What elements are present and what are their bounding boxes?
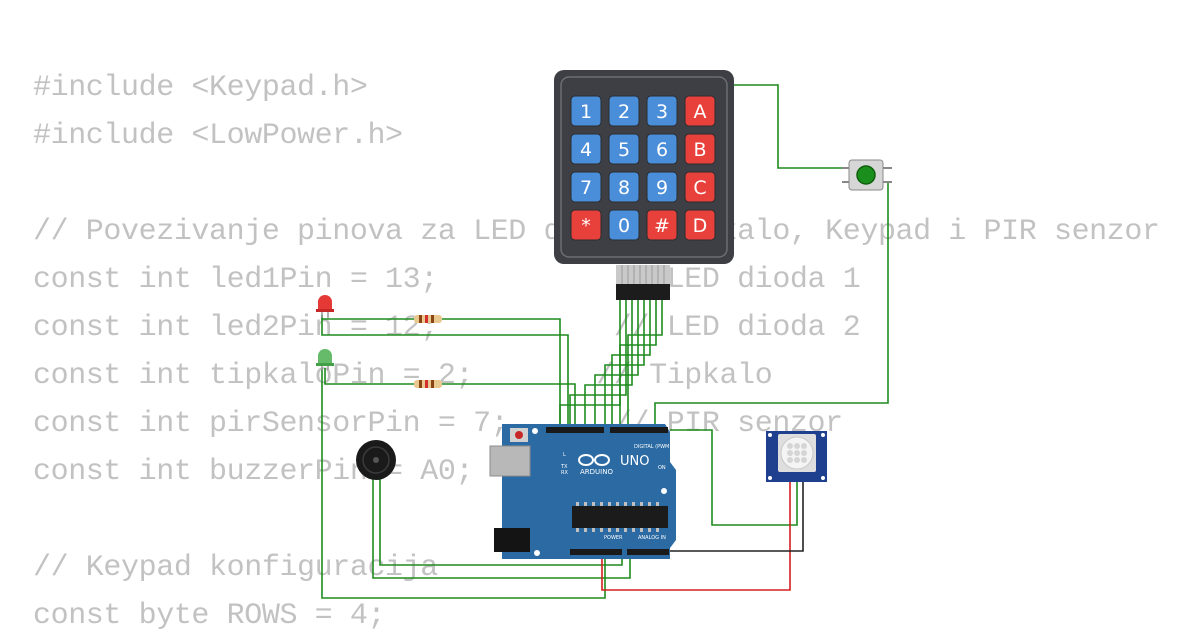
keypad-key-7[interactable]: 7 xyxy=(570,171,602,203)
keypad-key-label: 6 xyxy=(656,139,668,161)
keypad-key-#[interactable]: # xyxy=(646,209,678,241)
keypad-key-A[interactable]: A xyxy=(684,95,716,127)
digital-label: DIGITAL (PWM ~) xyxy=(634,444,677,450)
keypad-key-0[interactable]: 0 xyxy=(608,209,640,241)
keypad-key-B[interactable]: B xyxy=(684,133,716,165)
keypad-key-D[interactable]: D xyxy=(684,209,716,241)
keypad-key-1[interactable]: 1 xyxy=(570,95,602,127)
keypad-key-label: 5 xyxy=(618,139,630,161)
code-line: #include <Keypad.h> xyxy=(33,71,368,105)
keypad-key-C[interactable]: C xyxy=(684,171,716,203)
code-line: // Keypad konfiguracija xyxy=(33,551,438,585)
rx-label: RX xyxy=(561,470,568,476)
arduino-model: UNO xyxy=(620,454,649,469)
code-line: const int buzzerPin = A0; xyxy=(33,455,474,489)
keypad-key-label: A xyxy=(694,101,707,123)
analog-label: ANALOG IN xyxy=(638,535,666,541)
code-editor-text: #include <Keypad.h> #include <LowPower.h>… xyxy=(33,64,1160,640)
pushbutton-icon[interactable] xyxy=(842,159,892,191)
keypad-key-label: D xyxy=(693,215,708,237)
keypad-key-label: 3 xyxy=(656,101,668,123)
tx-label: TX xyxy=(560,464,568,470)
on-label: ON xyxy=(658,465,666,471)
keypad-key-label: # xyxy=(654,215,670,237)
keypad-key-label: 7 xyxy=(580,177,592,199)
code-line: const int tipkaloPin = 2; // Tipkalo xyxy=(33,359,773,393)
keypad-key-label: 2 xyxy=(618,101,630,123)
keypad-key-9[interactable]: 9 xyxy=(646,171,678,203)
resistor-icon[interactable] xyxy=(414,315,442,323)
keypad-key-2[interactable]: 2 xyxy=(608,95,640,127)
code-line: const int pirSensorPin = 7; // PIR senzo… xyxy=(33,407,843,441)
keypad-key-label: 0 xyxy=(618,215,630,237)
keypad-key-label: 1 xyxy=(580,101,592,123)
arduino-brand: ARDUINO xyxy=(580,468,613,476)
keypad-key-label: 4 xyxy=(580,139,592,161)
keypad-4x4[interactable]: 1 2 3 A 4 5 6 B 7 8 9 C * 0 # D xyxy=(554,70,734,300)
red-led-icon[interactable] xyxy=(316,295,334,318)
code-line: const byte ROWS = 4; xyxy=(33,599,386,633)
keypad-key-*[interactable]: * xyxy=(570,209,602,241)
arduino-uno-board[interactable]: ARDUINO UNO DIGITAL (PWM ~) ON TX RX L P… xyxy=(489,424,677,559)
pir-sensor-icon[interactable] xyxy=(766,431,827,482)
green-led-icon[interactable] xyxy=(316,349,334,370)
power-label: POWER xyxy=(604,535,623,541)
keypad-key-5[interactable]: 5 xyxy=(608,133,640,165)
keypad-key-8[interactable]: 8 xyxy=(608,171,640,203)
code-line: #include <LowPower.h> xyxy=(33,119,403,153)
keypad-key-4[interactable]: 4 xyxy=(570,133,602,165)
keypad-key-label: 9 xyxy=(656,177,668,199)
resistor-icon[interactable] xyxy=(414,380,442,388)
keypad-key-3[interactable]: 3 xyxy=(646,95,678,127)
keypad-key-label: 8 xyxy=(618,177,630,199)
l-label: L xyxy=(563,452,566,458)
keypad-key-label: C xyxy=(693,177,706,199)
keypad-key-label: * xyxy=(581,215,591,237)
keypad-key-label: B xyxy=(693,139,706,161)
buzzer-icon[interactable] xyxy=(356,440,396,480)
keypad-key-6[interactable]: 6 xyxy=(646,133,678,165)
